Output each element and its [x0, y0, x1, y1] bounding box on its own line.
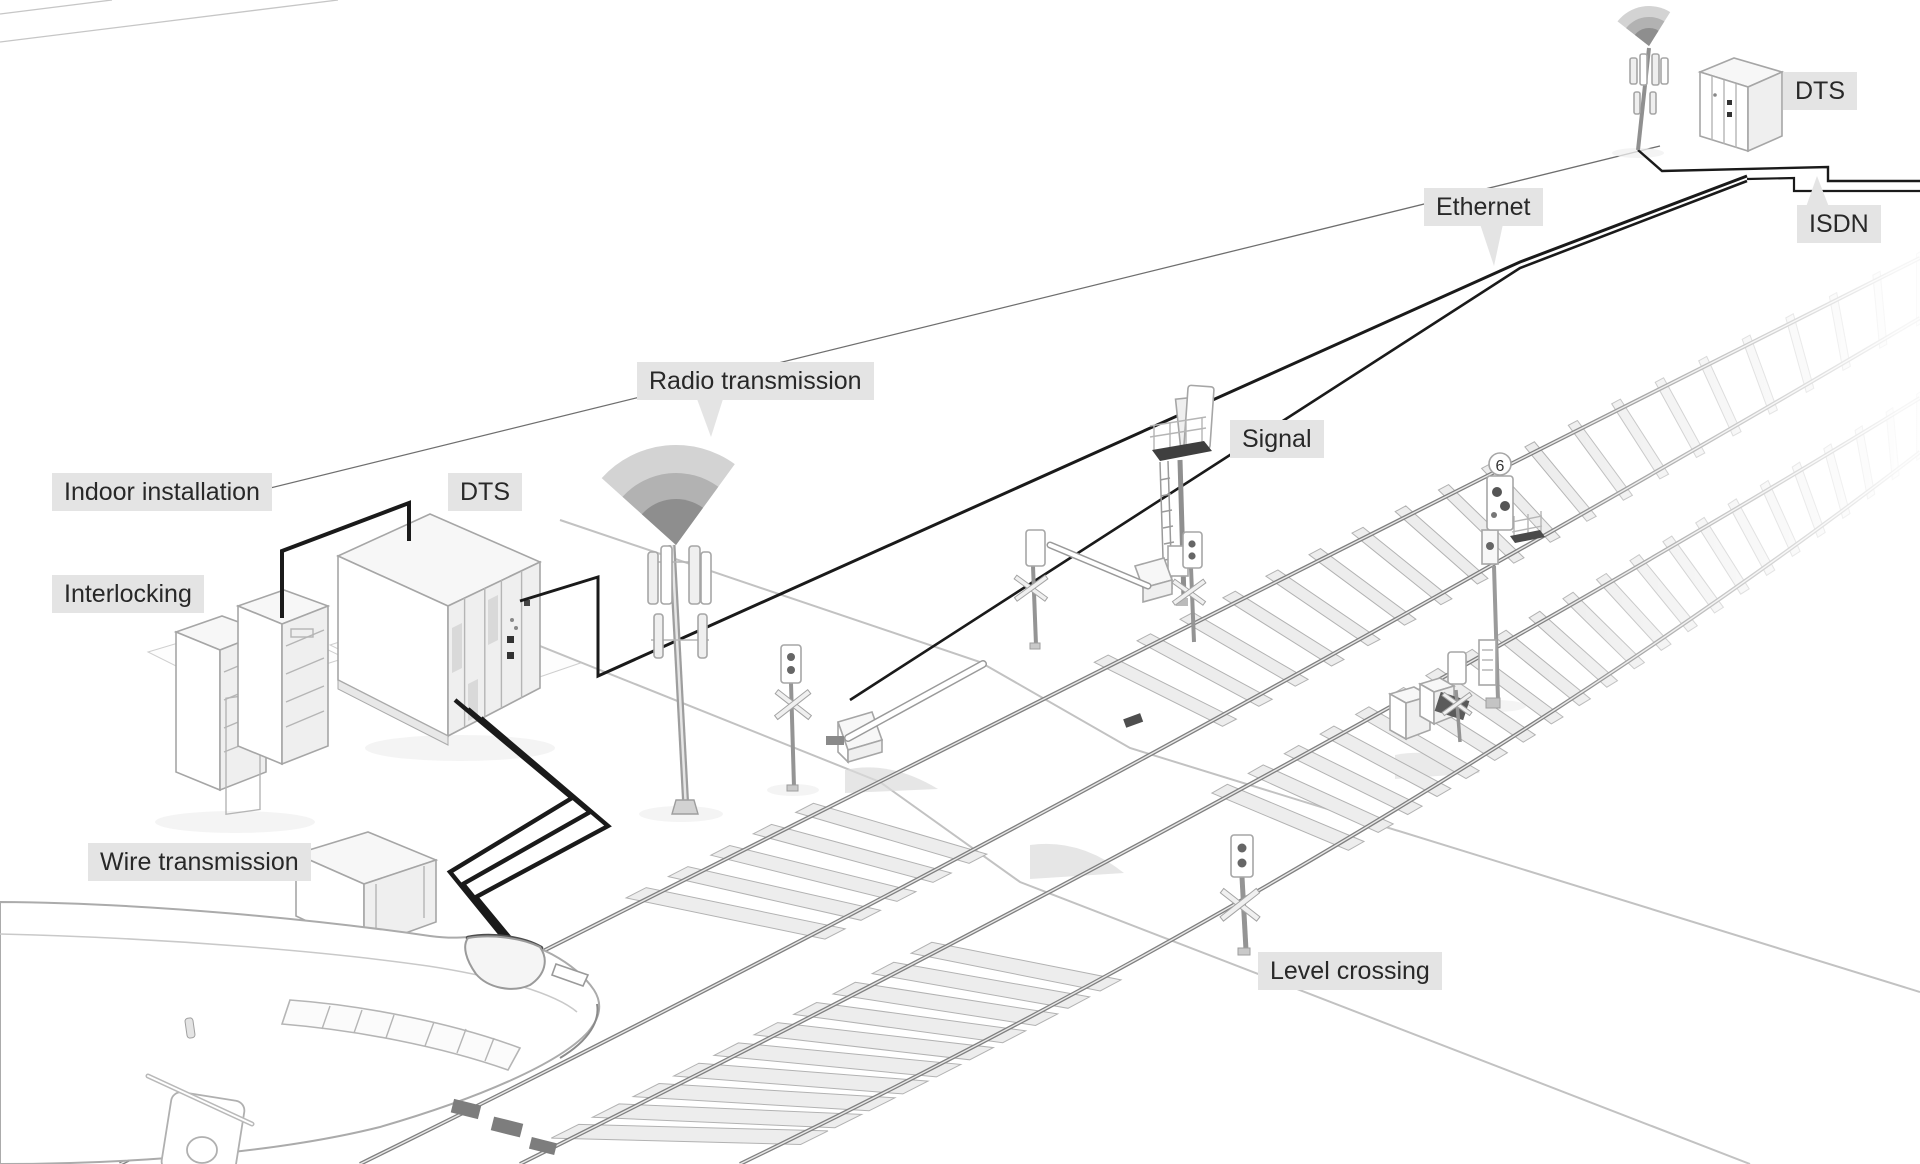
- sleeper: [709, 844, 918, 902]
- label-indoor-installation: Indoor installation: [52, 473, 272, 511]
- sleeper: [1308, 548, 1417, 626]
- label-wire-transmission: Wire transmission: [88, 843, 311, 881]
- ethernet-tail: [1480, 224, 1503, 266]
- train: [0, 900, 601, 1164]
- crossing-controller-group: [1387, 651, 1473, 743]
- remote-mast-cable: [1637, 149, 1920, 183]
- sleeper: [1221, 590, 1346, 667]
- radio-mast-remote: [1617, 6, 1671, 151]
- sleeper: [794, 802, 989, 864]
- sleeper: [831, 981, 1060, 1027]
- ground-lines: [0, 0, 1661, 494]
- crossing-signal-right: [1219, 834, 1261, 956]
- sleeper: [792, 1001, 1028, 1044]
- sleeper: [1264, 569, 1381, 647]
- sleeper: [1210, 783, 1366, 851]
- crossing-signal-left: [773, 644, 813, 792]
- label-tails: [697, 176, 1829, 437]
- dts-to-remote-cable: [519, 174, 1748, 679]
- label-signal: Signal: [1230, 420, 1324, 458]
- sleeper: [1136, 633, 1274, 707]
- label-level-crossing: Level crossing: [1258, 952, 1442, 990]
- sleeper: [631, 1082, 897, 1112]
- train-door: [160, 1091, 246, 1164]
- sleeper: [671, 1062, 930, 1095]
- sleeper: [752, 1022, 996, 1061]
- roof-antenna: [184, 1017, 196, 1039]
- sleeper: [751, 823, 953, 883]
- label-interlocking: Interlocking: [52, 575, 204, 613]
- sleeper: [870, 961, 1092, 1009]
- interlocking-cabinets: [173, 589, 331, 816]
- isdn-tail: [1806, 176, 1829, 207]
- radio-mast-left: [601, 445, 735, 815]
- sleeper: [1319, 725, 1452, 798]
- label-dts-right: DTS: [1783, 72, 1857, 110]
- label-isdn: ISDN: [1797, 205, 1881, 243]
- window-band: [280, 999, 522, 1071]
- sleeper: [712, 1042, 963, 1078]
- sleeper: [1178, 611, 1310, 687]
- wire-transmission-bundle: [446, 698, 612, 968]
- undercarriage: [450, 1098, 558, 1155]
- signal-number-plate: 6: [1496, 458, 1505, 475]
- sleeper: [666, 866, 882, 921]
- sleeper: [551, 1123, 829, 1146]
- main-signal: [1149, 384, 1215, 606]
- sleeper: [1351, 526, 1453, 606]
- sleeper: [909, 941, 1123, 992]
- label-ethernet: Ethernet: [1424, 188, 1543, 226]
- sleeper: [590, 1103, 864, 1129]
- barrier-boom: [845, 661, 986, 741]
- sleeper: [1093, 654, 1238, 727]
- crossing-signal-far: [1046, 531, 1207, 643]
- sleeper: [624, 887, 847, 940]
- barrier-left: [826, 660, 987, 764]
- signals: 6: [773, 384, 1545, 956]
- radio-transmission-tail: [697, 399, 723, 437]
- dwarf-signal: 6: [1478, 452, 1545, 709]
- distance-fade: [1540, 238, 1920, 730]
- track-sensor: [1123, 713, 1144, 728]
- label-radio-transmission: Radio transmission: [637, 362, 874, 400]
- windshield: [464, 935, 546, 990]
- interlocking-to-dts-cable: [280, 500, 411, 618]
- dts-cabinet-remote: [1697, 57, 1785, 153]
- dts-cabinet-left: [336, 513, 542, 746]
- label-dts-left: DTS: [448, 473, 522, 511]
- sleeper: [1354, 706, 1481, 780]
- isdn-cable: [1746, 176, 1920, 193]
- sleeper: [1394, 505, 1489, 585]
- sleeper: [1247, 764, 1395, 833]
- sleeper: [1283, 744, 1424, 816]
- crossing-signal-mid: [1013, 529, 1049, 650]
- headlight: [550, 962, 590, 987]
